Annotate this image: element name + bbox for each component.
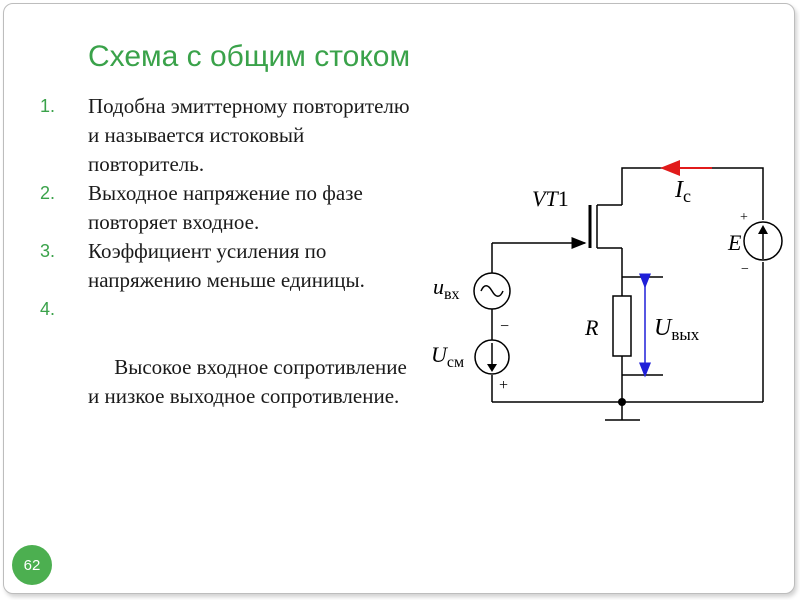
e-plus-sign: + xyxy=(740,210,748,225)
current-label: Iс xyxy=(674,177,691,206)
voltage-source-e-icon xyxy=(743,221,783,261)
item-text: Подобна эмиттерному повторителю и называ… xyxy=(88,94,410,176)
junction-dot xyxy=(618,398,626,406)
list-item: 4. Высокое входное сопротивление и низко… xyxy=(40,295,410,440)
output-voltage-label: Uвых xyxy=(654,315,700,344)
page-number-badge: 62 xyxy=(12,545,52,585)
dc-source-icon xyxy=(474,339,510,375)
item-text: Выходное напряжение по фазе повторяет вх… xyxy=(88,181,363,234)
item-number: 2. xyxy=(40,183,56,203)
item-number: 4. xyxy=(40,299,56,319)
list-item: 2. Выходное напряжение по фазе повторяет… xyxy=(40,179,410,237)
slide-frame xyxy=(3,3,795,594)
e-minus-sign: − xyxy=(741,262,749,277)
slide-title: Схема с общим стоком xyxy=(88,40,411,73)
ac-source-icon xyxy=(473,272,511,310)
bias-voltage-label: Uсм xyxy=(431,342,464,371)
item-text: Коэффициент усиления по напряжению меньш… xyxy=(88,239,365,292)
resistor-label: R xyxy=(584,315,599,340)
source-e-label: E xyxy=(727,230,742,255)
list-item: 3. Коэффициент усиления по напряжению ме… xyxy=(40,237,410,295)
input-voltage-label: uвх xyxy=(433,274,460,303)
item-text: Высокое входное сопротивление и низкое в… xyxy=(88,355,413,408)
bias-minus-sign: − xyxy=(500,318,509,335)
transistor-label: VT1 xyxy=(532,186,569,211)
bullet-list: 1. Подобна эмиттерному повторителю и наз… xyxy=(40,92,410,440)
bias-plus-sign: + xyxy=(499,377,508,394)
item-number: 1. xyxy=(40,96,56,116)
item-number: 3. xyxy=(40,241,56,261)
list-item: 1. Подобна эмиттерному повторителю и наз… xyxy=(40,92,410,179)
resistor-symbol xyxy=(612,295,632,357)
